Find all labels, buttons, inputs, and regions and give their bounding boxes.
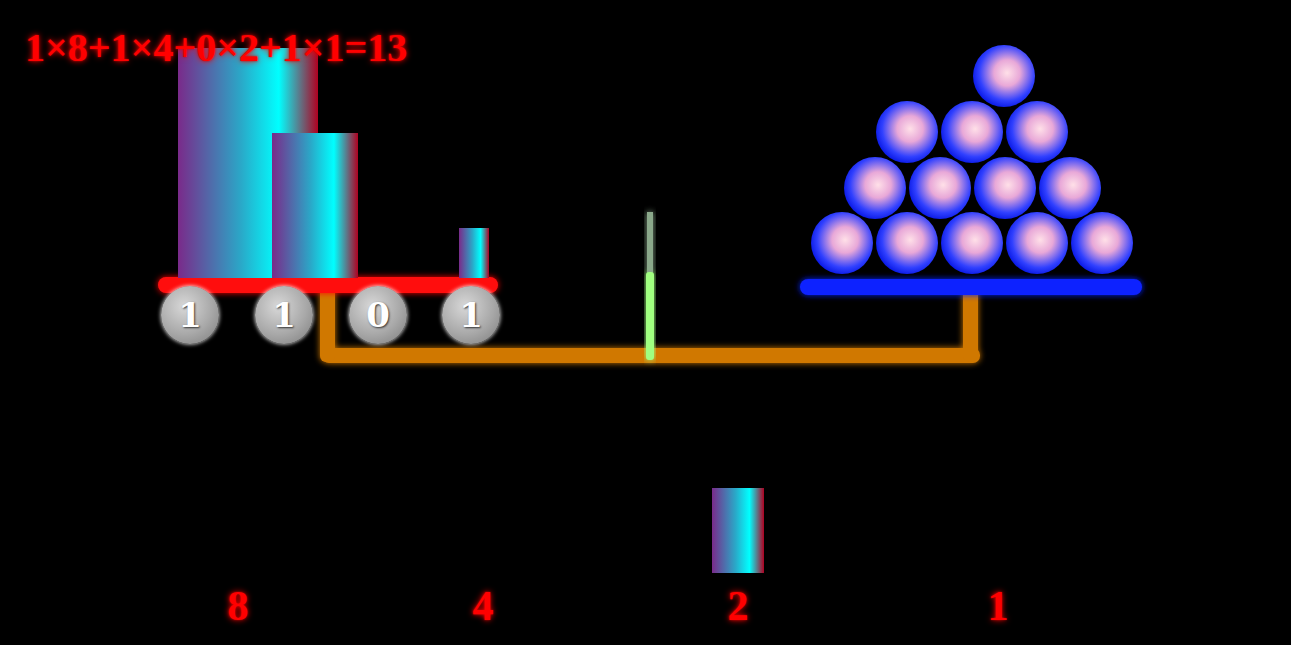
balls [811, 45, 1133, 274]
bit-circle: 0 [349, 286, 407, 344]
bit-circle: 1 [161, 286, 219, 344]
place-value: 4 [473, 585, 494, 627]
weights [178, 48, 764, 573]
bit-digit: 1 [272, 298, 296, 332]
bit-circle: 1 [255, 286, 313, 344]
bit-digit: 1 [178, 298, 202, 332]
equation: 1×8+1×4+0×2+1×1=13 [25, 28, 407, 68]
right-pan [800, 279, 1142, 295]
place-value: 2 [728, 585, 749, 627]
place-value: 1 [988, 585, 1009, 627]
left-pan [158, 277, 498, 293]
bit-digit: 0 [366, 298, 390, 332]
bit-digit: 1 [459, 298, 483, 332]
pivot [646, 212, 654, 360]
place-value: 8 [228, 585, 249, 627]
bit-circle: 1 [442, 286, 500, 344]
